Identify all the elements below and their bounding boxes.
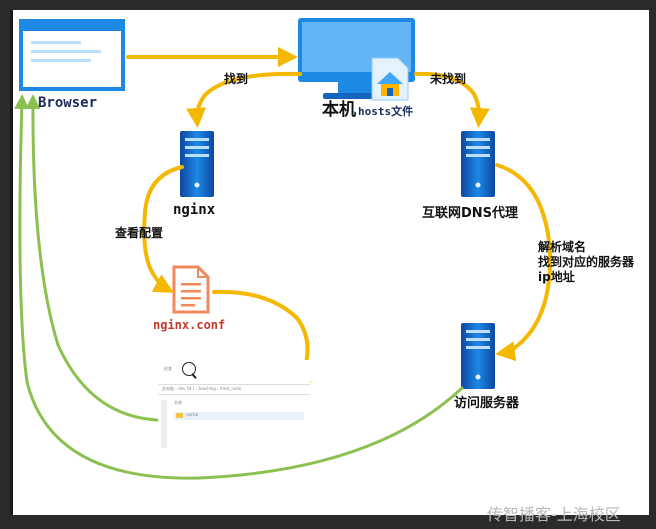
check-config-edge-label: 查看配置 — [115, 226, 164, 240]
nginx-conf-label: nginx.conf — [153, 318, 226, 332]
magnifier-handle — [191, 373, 197, 379]
access-server-icon — [461, 323, 495, 389]
explorer-folder-row[interactable]: portal — [174, 412, 304, 420]
magnifier-icon — [182, 362, 196, 376]
resolve-line-2: 找到对应的服务器 — [538, 255, 635, 269]
local-machine-label: 本机 — [322, 100, 356, 120]
arrow-machine-to-dns — [414, 71, 490, 128]
breadcrumb-item[interactable]: dev (H:) — [178, 386, 195, 391]
arrow-nginx-to-conf — [142, 165, 184, 293]
browser-label: Browser — [38, 95, 98, 111]
arrow-dns-to-access-server — [495, 163, 553, 362]
arrow-explorer-to-browser — [25, 94, 159, 422]
resolve-edge-label: 解析域名 找到对应的服务器 ip地址 — [538, 240, 634, 285]
explorer-sidebar — [161, 400, 167, 448]
breadcrumb-item[interactable]: 此电脑 — [162, 386, 174, 391]
watermark: 传智播客-上海校区 — [487, 505, 621, 524]
hosts-file-label: hosts文件 — [358, 105, 414, 118]
arrow-access-server-to-browser — [14, 94, 464, 480]
browser-window-icon — [19, 19, 125, 91]
explorer-column-header[interactable]: 名称 — [174, 400, 182, 405]
arrow-machine-to-nginx — [186, 71, 302, 128]
dns-proxy-label: 互联网DNS代理 — [422, 206, 519, 221]
explorer-breadcrumb: 此电脑 › dev (H:) › teaching › front_code — [162, 386, 242, 391]
folder-name: portal — [186, 412, 199, 417]
found-edge-label: 找到 — [224, 72, 249, 86]
dns-proxy-server-icon — [461, 131, 495, 197]
resolve-line-3: ip地址 — [538, 270, 575, 284]
access-server-label: 访问服务器 — [454, 396, 520, 411]
folder-icon — [176, 413, 183, 418]
breadcrumb-item[interactable]: teaching — [198, 386, 216, 391]
breadcrumb-item[interactable]: front_code — [220, 386, 242, 391]
not-found-edge-label: 未找到 — [430, 72, 467, 86]
file-explorer-screenshot: 检查 此电脑 › dev (H:) › teaching › front_cod… — [158, 360, 310, 450]
hosts-file-icon — [371, 57, 409, 101]
explorer-title: 检查 — [164, 366, 172, 371]
nginx-label: nginx — [173, 202, 216, 218]
nginx-server-icon — [180, 131, 214, 197]
resolve-line-1: 解析域名 — [538, 240, 587, 254]
nginx-conf-file-icon — [172, 265, 210, 314]
